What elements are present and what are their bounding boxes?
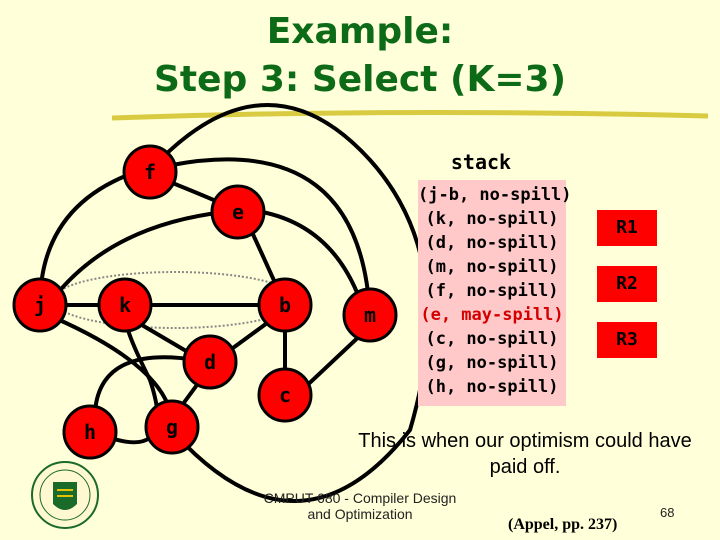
edge-e-m xyxy=(249,208,362,301)
slide-title-line2: Step 3: Select (K=3) xyxy=(153,59,567,100)
edge-m-c xyxy=(298,328,368,394)
node-label-d: d xyxy=(204,350,216,374)
graph-node-e: e xyxy=(210,184,266,240)
node-label-m: m xyxy=(364,303,376,327)
stack-item: (h, no-spill) xyxy=(425,377,559,397)
node-circle-e xyxy=(210,184,266,240)
node-circle-f xyxy=(122,144,178,200)
stack-item: (j-b, no-spill) xyxy=(418,185,572,205)
node-circle-d xyxy=(182,334,238,390)
stack-item: (m, no-spill) xyxy=(425,257,559,277)
node-label-h: h xyxy=(84,420,96,444)
citation: (Appel, pp. 237) xyxy=(508,516,618,533)
stack-item: (c, no-spill) xyxy=(425,329,559,349)
node-label-f: f xyxy=(144,160,156,184)
node-circle-m xyxy=(342,287,398,343)
graph-node-j: j xyxy=(12,277,68,333)
stack-title: stack xyxy=(450,150,512,174)
slide-title-line1: Example: xyxy=(266,11,454,52)
graph-node-h: h xyxy=(62,404,118,460)
graph-node-m: m xyxy=(342,287,398,343)
node-label-c: c xyxy=(279,383,291,407)
graph-node-f: f xyxy=(122,144,178,200)
course-footer: CMPUT 680 - Compiler Design and Optimiza… xyxy=(263,490,457,522)
university-crest-logo xyxy=(31,461,99,529)
register-r1: R1 xyxy=(597,210,657,246)
node-circle-j xyxy=(12,277,68,333)
stack-item: (e, may-spill) xyxy=(420,305,564,325)
stack-item: (k, no-spill) xyxy=(425,209,559,229)
node-label-e: e xyxy=(232,200,244,224)
graph-node-b: b xyxy=(257,277,313,333)
title-underline xyxy=(111,109,709,121)
node-label-g: g xyxy=(166,415,178,439)
page-number: 68 xyxy=(660,505,675,520)
node-label-b: b xyxy=(279,293,291,317)
stack-list: (j-b, no-spill) (k, no-spill) (d, no-spill… xyxy=(418,180,572,406)
graph-node-k: k xyxy=(97,277,153,333)
stack-item: (f, no-spill) xyxy=(425,281,559,301)
node-circle-c xyxy=(257,367,313,423)
optimism-note: This is when our optimism could have pai… xyxy=(358,430,692,478)
node-circle-k xyxy=(97,277,153,333)
register-r3: R3 xyxy=(597,322,657,358)
graph-node-c: c xyxy=(257,367,313,423)
edge-e-j xyxy=(50,210,226,302)
graph-node-d: d xyxy=(182,334,238,390)
register-r2: R2 xyxy=(597,266,657,302)
node-label-k: k xyxy=(119,293,131,317)
stack-item: (d, no-spill) xyxy=(425,233,559,253)
node-circle-b xyxy=(257,277,313,333)
edge-f-m xyxy=(171,157,372,316)
node-label-j: j xyxy=(34,293,46,317)
node-circle-h xyxy=(62,404,118,460)
graph-node-g: g xyxy=(144,399,200,455)
edge-h-d xyxy=(93,355,197,413)
node-circle-g xyxy=(144,399,200,455)
stack-item: (g, no-spill) xyxy=(425,353,559,373)
